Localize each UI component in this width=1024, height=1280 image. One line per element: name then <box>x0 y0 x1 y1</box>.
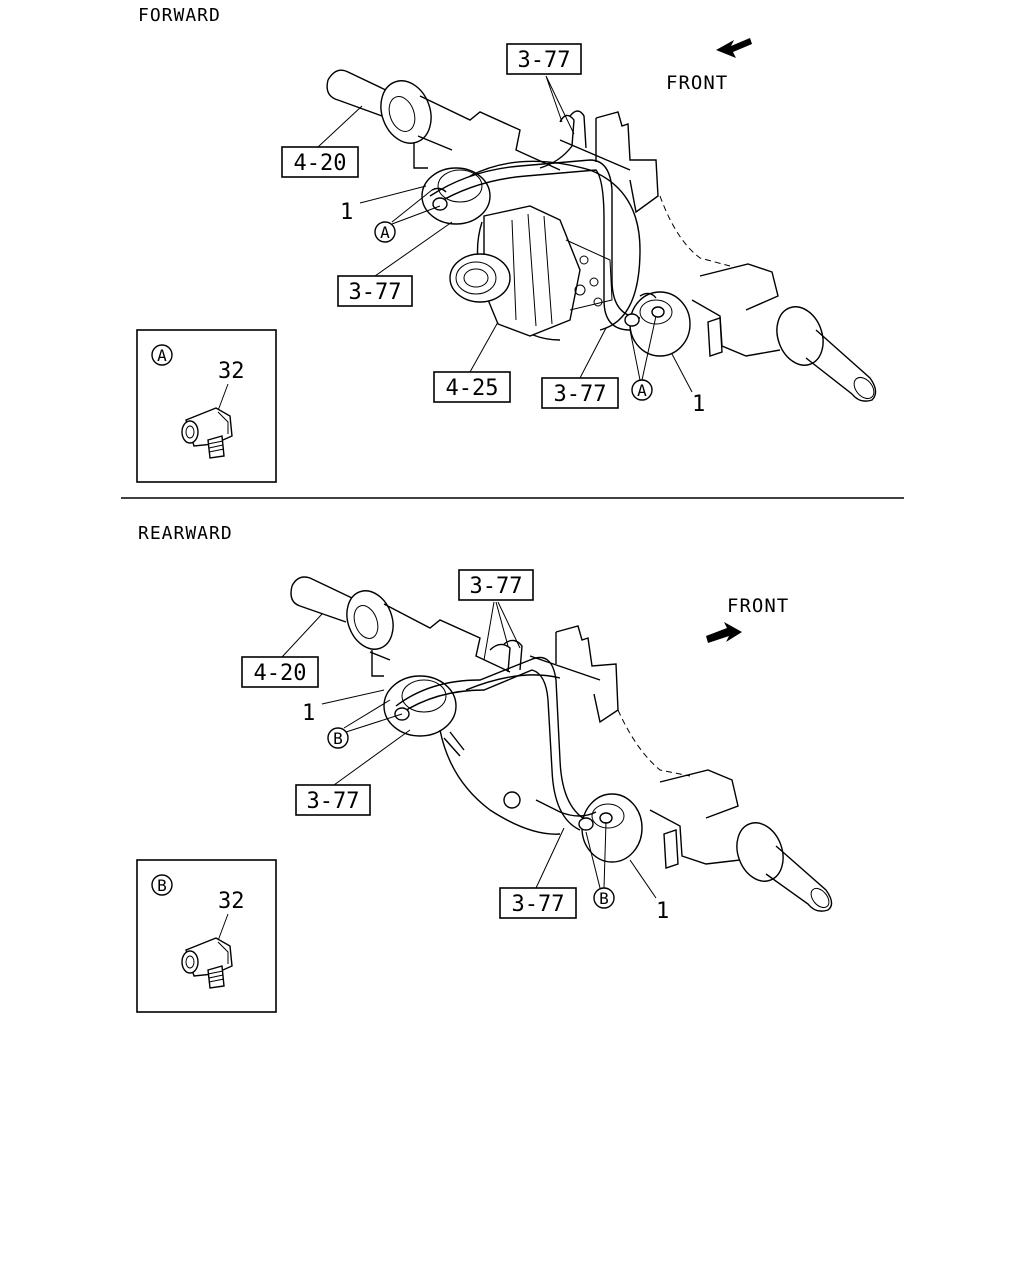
callout-part1-right: 1 <box>656 899 669 924</box>
callout-part1-left: 1 <box>340 200 353 225</box>
callout-hose-top: 3-77 <box>470 574 523 599</box>
callout-part1-right: 1 <box>692 392 705 417</box>
front-arrow-icon <box>716 38 752 58</box>
detail-marker-b <box>151 874 173 896</box>
callout-axle: 4-20 <box>294 151 347 176</box>
fitting-elbow-icon <box>181 937 233 989</box>
forward-axle-drawing <box>326 69 877 402</box>
callout-box-hose-bottom <box>541 377 619 409</box>
callout-hose-left: 3-77 <box>349 280 402 305</box>
forward-callouts: 3-77 4-20 1 A 3-77 4-25 3-77 A 1 <box>281 43 705 417</box>
marker-a-right: A <box>637 381 647 400</box>
detail-part-number-b: 32 <box>218 889 245 914</box>
callout-box-hose-bottom <box>499 887 577 919</box>
front-arrow-icon <box>706 622 742 643</box>
detail-marker-b-left <box>327 727 349 749</box>
detail-marker-a <box>151 344 173 366</box>
rearward-callouts: 3-77 4-20 1 B 3-77 3-77 B 1 <box>241 569 669 924</box>
callout-axle: 4-20 <box>254 661 307 686</box>
detail-marker-a-left <box>374 221 396 243</box>
forward-section: FORWARD FRONT <box>136 5 877 483</box>
marker-a-left: A <box>380 223 390 242</box>
callout-part1-left: 1 <box>302 701 315 726</box>
callout-box-axle <box>241 656 319 688</box>
detail-box-a: A 32 <box>136 329 277 483</box>
section-title-rearward: REARWARD <box>138 523 233 544</box>
detail-box-marker-b: B <box>157 876 167 895</box>
detail-part-number-a: 32 <box>218 359 245 384</box>
callout-hose-bottom: 3-77 <box>512 892 565 917</box>
front-indicator-rearward: FRONT <box>706 595 789 643</box>
front-label: FRONT <box>666 72 728 94</box>
front-label: FRONT <box>727 595 789 617</box>
callout-box-hose-top <box>506 43 582 75</box>
detail-box-b: B 32 <box>136 859 277 1013</box>
callout-box-diff <box>433 371 511 403</box>
rearward-axle-drawing <box>290 576 833 912</box>
callout-hose-bottom: 3-77 <box>554 382 607 407</box>
callout-box-axle <box>281 146 359 178</box>
callout-diff: 4-25 <box>446 376 499 401</box>
marker-b-left: B <box>333 729 343 748</box>
rearward-section: REARWARD FRONT <box>136 523 833 1013</box>
callout-hose-top: 3-77 <box>518 48 571 73</box>
callout-box-hose-left <box>295 784 371 816</box>
callout-hose-left: 3-77 <box>307 789 360 814</box>
callout-box-hose-top <box>458 569 534 601</box>
detail-box-marker-a: A <box>157 346 167 365</box>
section-title-forward: FORWARD <box>138 5 221 26</box>
marker-b-right: B <box>599 889 609 908</box>
fitting-elbow-icon <box>181 407 233 459</box>
front-indicator-forward: FRONT <box>666 38 752 94</box>
